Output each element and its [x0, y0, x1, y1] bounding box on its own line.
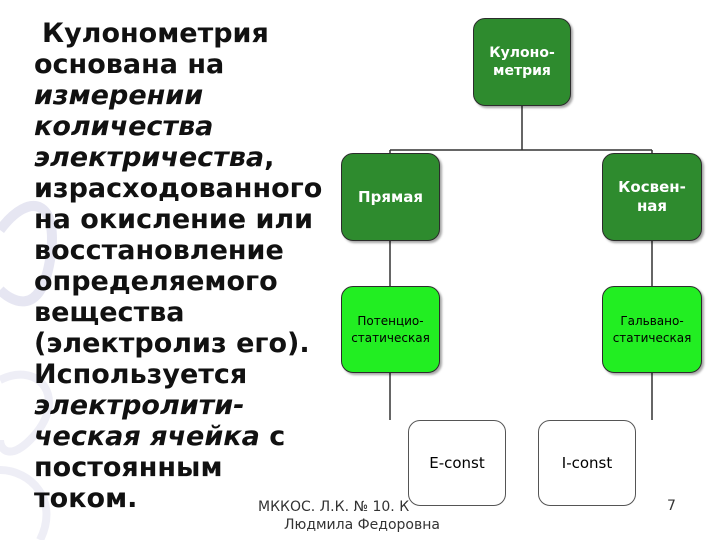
footer-author: МККОС. Л.К. № 10. К Людмила Федоровна [258, 498, 440, 534]
text-line: током. [34, 483, 138, 514]
text-line: на окисление или [34, 204, 314, 235]
node-label: метрия [493, 63, 551, 79]
node-potentiostatic: Потенцио-статическая [341, 286, 440, 373]
text-line: (электролиз его). [34, 328, 310, 359]
node-direct: Прямая [341, 153, 440, 241]
text-fragment: с [259, 421, 286, 452]
node-e-const: E-const [408, 420, 506, 506]
page-number: 7 [667, 498, 676, 514]
node-i-const: I-const [538, 420, 636, 506]
text-line: электричества, [34, 142, 344, 173]
node-coulometry: Кулоно-метрия [473, 18, 571, 106]
node-label: E-const [429, 454, 485, 472]
text-line: вещества [34, 297, 185, 328]
text-line: ческая ячейка с [34, 421, 344, 452]
text-line: Используется [34, 359, 248, 390]
text-fragment: ческая ячейка [34, 421, 260, 452]
node-label: Прямая [358, 188, 423, 206]
node-label: статическая [612, 330, 692, 345]
node-label: статическая [351, 330, 430, 345]
node-label: Потенцио- [357, 313, 424, 328]
text-line: восстановление [34, 235, 284, 266]
node-label: Гальвано- [620, 313, 684, 328]
text-line: основана на [34, 49, 225, 80]
node-label: Косвен- [618, 178, 686, 196]
node-galvanostatic: Гальвано-статическая [602, 286, 702, 373]
footer-author-line2: Людмила Федоровна [284, 517, 440, 533]
text-line: электролити- [34, 390, 245, 421]
text-line: Кулонометрия [42, 18, 269, 49]
node-label: ная [636, 197, 668, 215]
text-line: определяемого [34, 266, 278, 297]
text-line: измерении [34, 80, 204, 111]
text-line: постоянным [34, 452, 223, 483]
text-fragment: электричества [34, 142, 265, 173]
node-label: I-const [561, 454, 613, 472]
main-text: Кулонометрия основана на измерении колич… [34, 18, 344, 514]
node-indirect: Косвен-ная [602, 153, 702, 241]
footer-author-line1: МККОС. Л.К. № 10. К [258, 499, 410, 515]
text-line: количества [34, 111, 214, 142]
node-label: Кулоно- [489, 45, 555, 61]
text-fragment: , [264, 142, 275, 173]
text-line: израсходованного [34, 173, 323, 204]
